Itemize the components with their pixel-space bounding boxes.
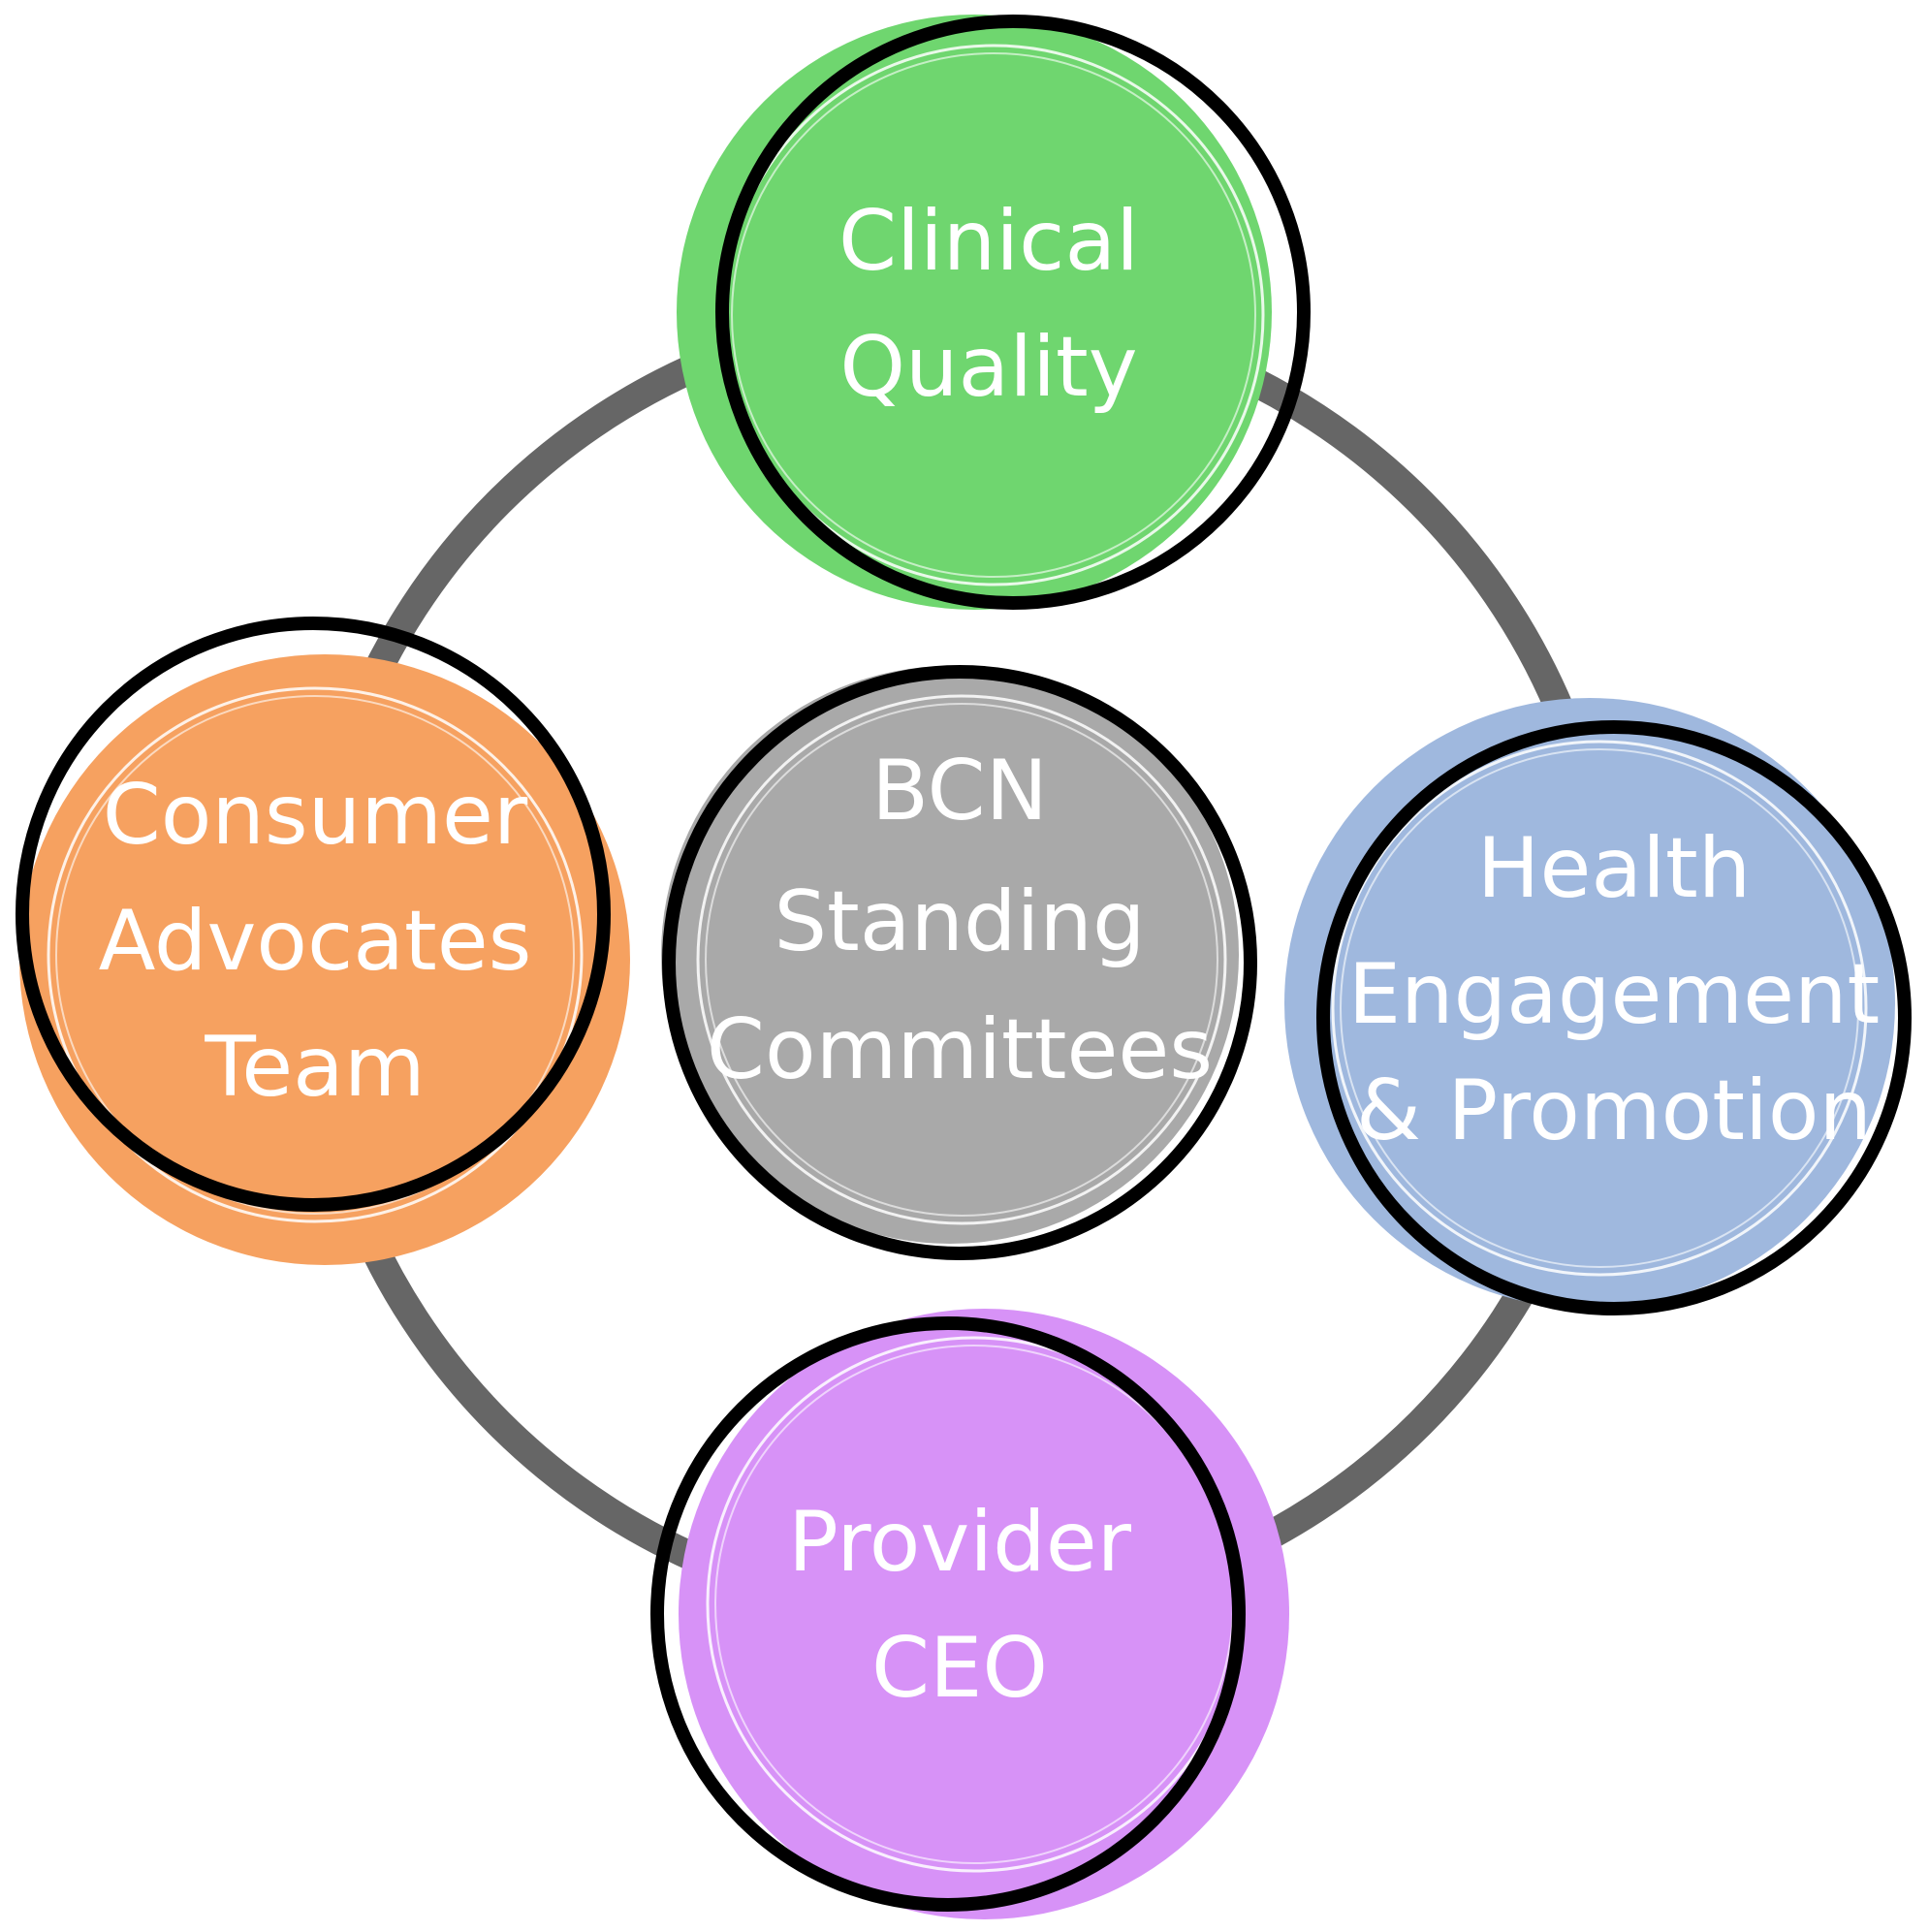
node-health-label-line-3: & Promotion	[1356, 1062, 1872, 1159]
node-consumer-inner-ring-2	[55, 695, 575, 1215]
node-health-inner-ring-2	[1340, 748, 1859, 1268]
node-provider-ceo: Provider CEO	[650, 1309, 1289, 1919]
node-center-outline	[662, 665, 1257, 1260]
node-clinical-label-line-2: Quality	[839, 319, 1137, 416]
node-clinical-fill	[677, 15, 1272, 610]
node-health-fill	[1284, 698, 1895, 1309]
node-provider-label-line-1: Provider	[788, 1494, 1132, 1591]
node-bcn-standing-committees: BCN Standing Committees	[661, 665, 1257, 1260]
node-health-label-line-1: Health	[1477, 820, 1751, 917]
node-health-label-line-2: Engagement	[1348, 946, 1881, 1043]
node-center-label-line-3: Committees	[707, 1001, 1213, 1098]
node-clinical-outline	[715, 15, 1311, 610]
node-provider-fill	[679, 1309, 1289, 1919]
node-consumer-fill	[19, 654, 630, 1265]
node-consumer-inner-ring	[47, 686, 584, 1223]
node-consumer-advocates: Consumer Advocates Team	[16, 617, 630, 1265]
node-health-engagement: Health Engagement & Promotion	[1284, 698, 1912, 1315]
node-consumer-label-line-2: Advocates	[99, 893, 532, 990]
node-provider-outline	[650, 1316, 1246, 1912]
node-provider-label-line-2: CEO	[871, 1620, 1048, 1717]
node-clinical-inner-ring-2	[731, 52, 1256, 578]
node-center-inner-ring	[696, 694, 1227, 1225]
node-center-fill	[661, 666, 1239, 1244]
node-consumer-label-line-3: Team	[204, 1019, 425, 1116]
node-health-inner-ring	[1331, 740, 1868, 1277]
node-center-label-line-1: BCN	[871, 743, 1048, 839]
node-center-label-line-2: Standing	[774, 873, 1145, 970]
node-clinical-quality: Clinical Quality	[677, 15, 1311, 610]
node-consumer-label-line-1: Consumer	[103, 767, 528, 864]
node-consumer-outline	[16, 617, 611, 1212]
node-clinical-label-line-1: Clinical	[838, 193, 1139, 290]
node-center-inner-ring-2	[705, 703, 1218, 1217]
node-health-outline	[1316, 720, 1912, 1315]
